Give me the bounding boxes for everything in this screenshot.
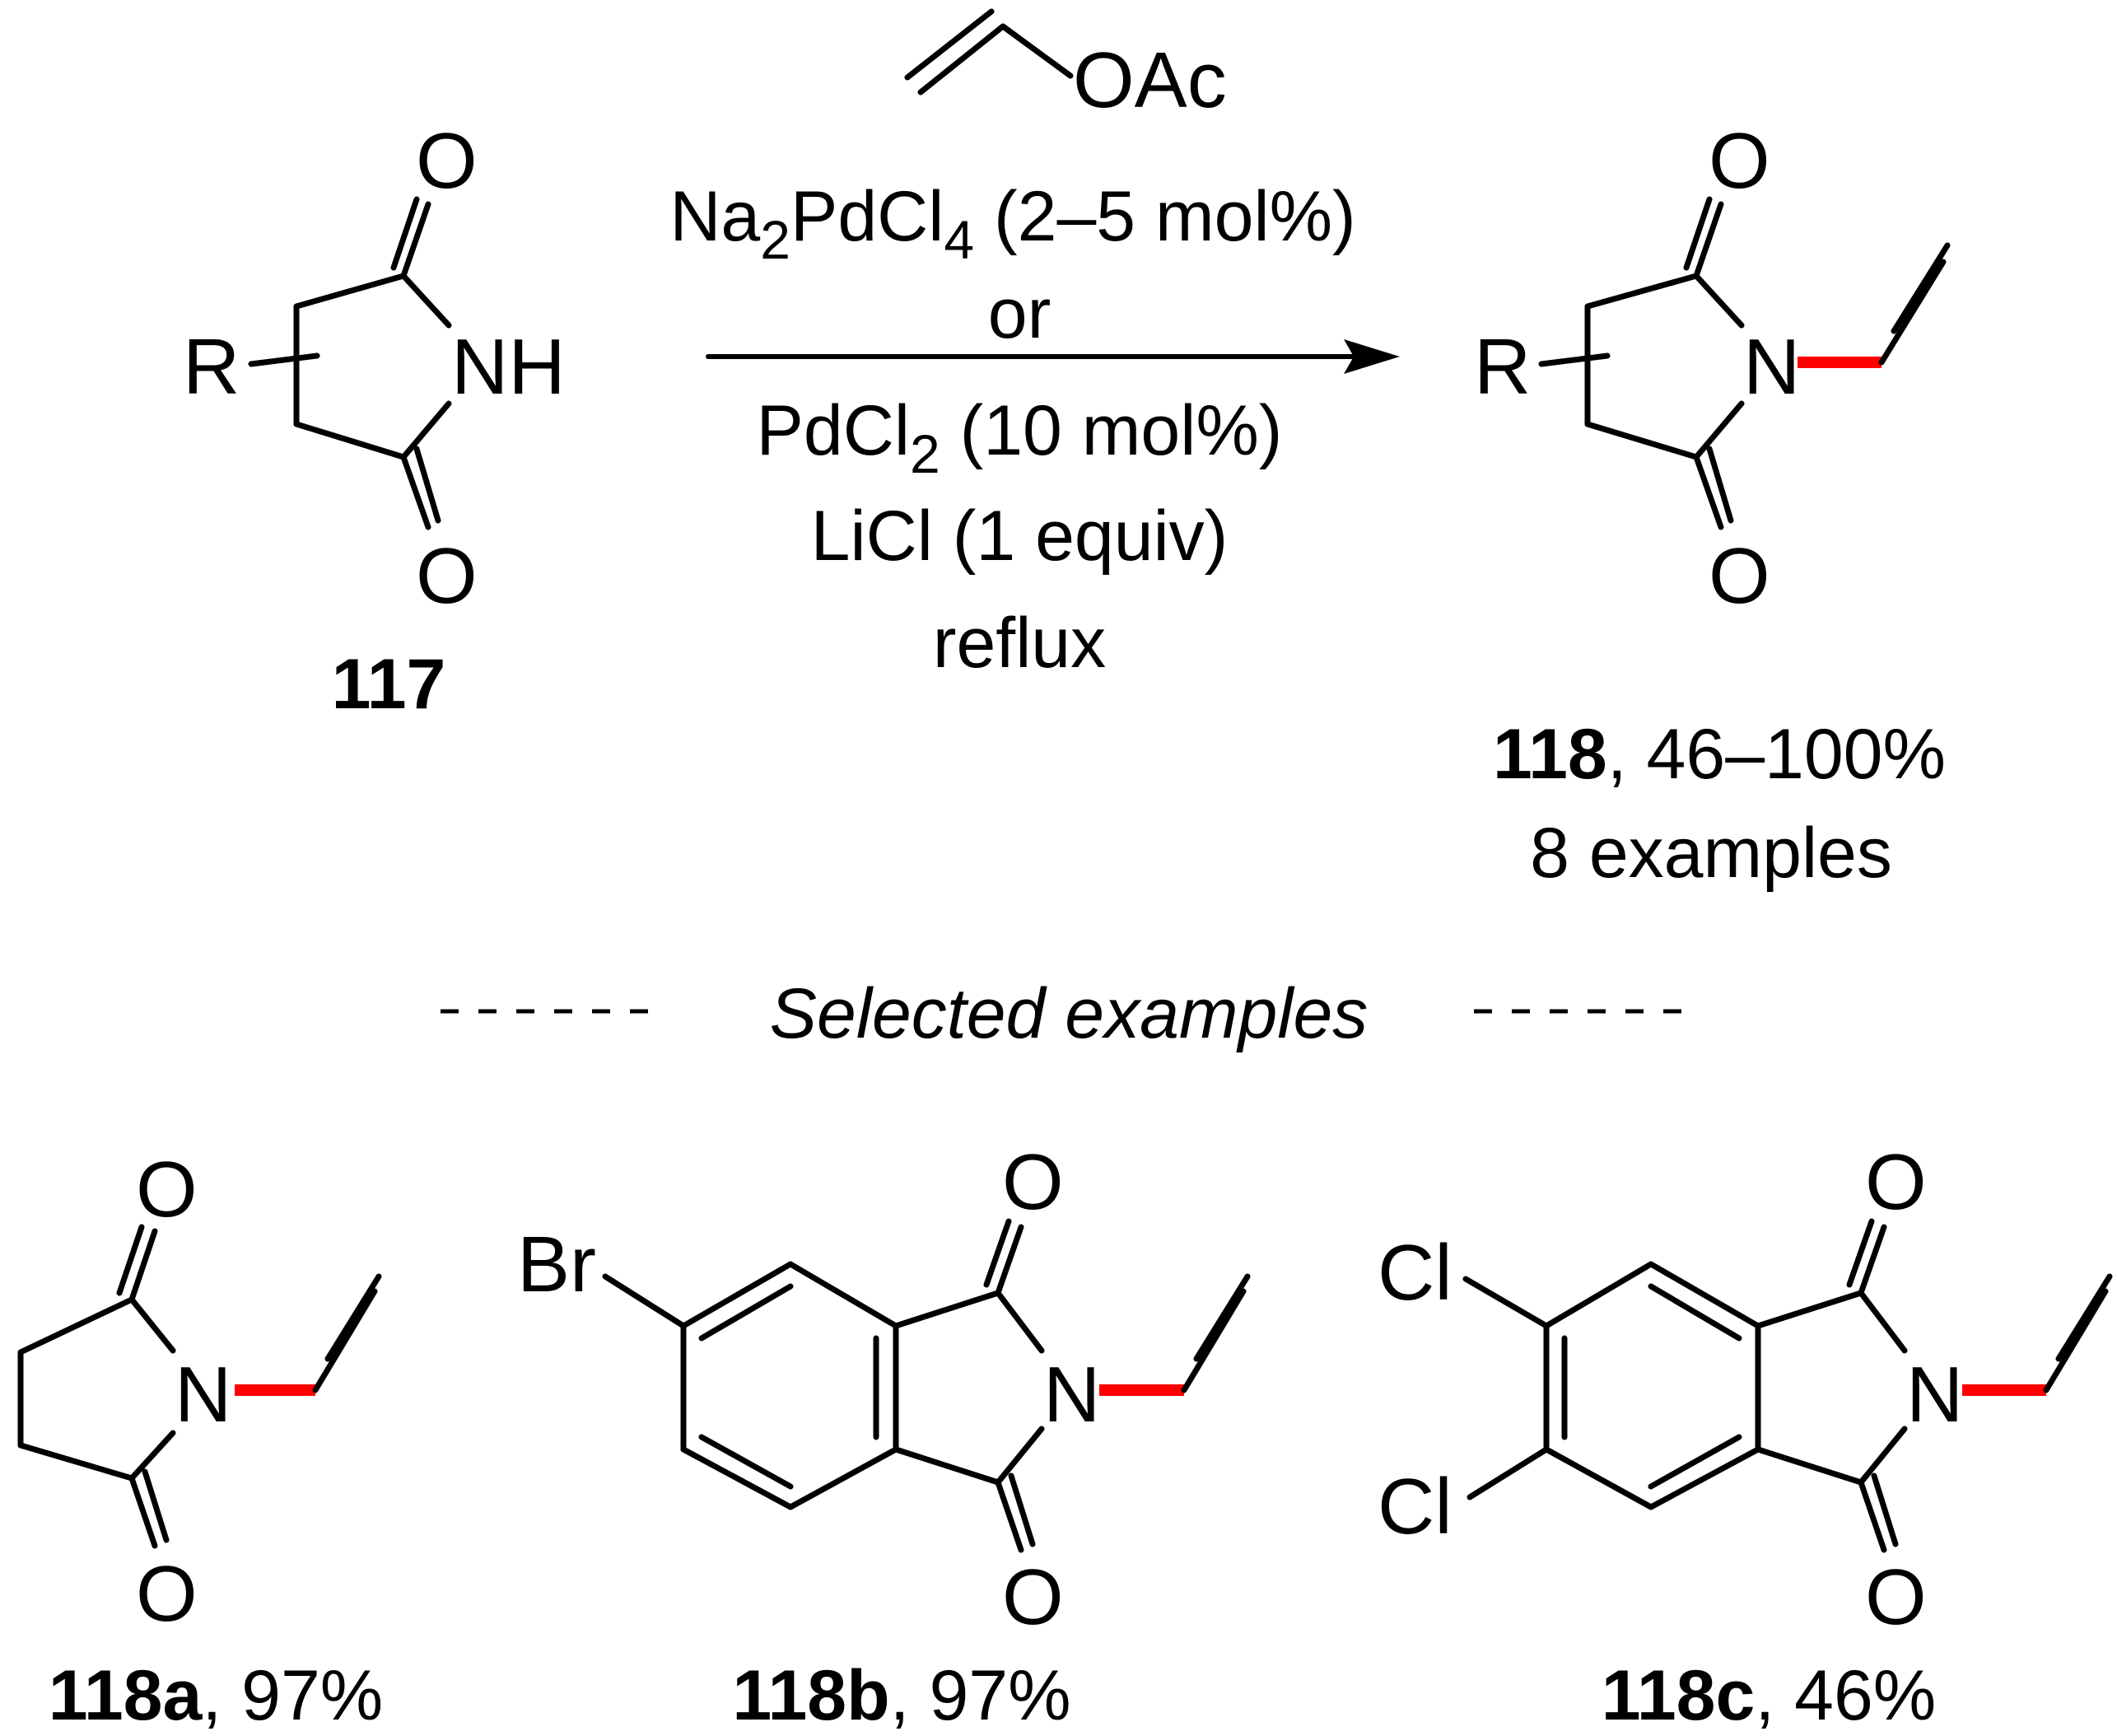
- atom-o-bottom: O: [416, 532, 478, 620]
- product-label-118: 118, 46–100%: [1493, 715, 1946, 794]
- example-118a: O N O 118a, 97%: [17, 1146, 384, 1735]
- atom-o-top: O: [1709, 117, 1770, 205]
- compound-label-118a: 118a, 97%: [49, 1656, 384, 1735]
- condition-line-1: Na2PdCl4 (2–5 mol%): [669, 177, 1355, 270]
- atom-cl-bottom: Cl: [1378, 1463, 1453, 1551]
- atom-o-top: O: [1865, 1138, 1927, 1226]
- arrow-head: [1344, 339, 1400, 374]
- atom-o-bottom: O: [136, 1550, 198, 1638]
- starting-material-117: O NH O R 117: [183, 117, 566, 724]
- reagent-vinyl-acetate: OAc: [904, 8, 1227, 124]
- atom-n: N: [1906, 1351, 1963, 1439]
- condition-line-3: PdCl2 (10 mol%): [757, 391, 1283, 484]
- atom-nh: NH: [451, 323, 566, 411]
- atom-o-top: O: [136, 1146, 198, 1234]
- atom-n: N: [1743, 323, 1800, 411]
- atom-r: R: [183, 323, 240, 411]
- atom-o-top: O: [416, 117, 478, 205]
- section-title: Selected examples: [770, 974, 1369, 1053]
- product-examples: 8 examples: [1530, 814, 1892, 893]
- example-118b: Br O N O 118b, 97%: [517, 1138, 1251, 1735]
- atom-n: N: [175, 1351, 231, 1439]
- atom-o-top: O: [1002, 1138, 1064, 1226]
- condition-line-5: reflux: [933, 604, 1106, 683]
- example-118c: Cl Cl O N O 118c, 46%: [1378, 1138, 2113, 1735]
- reagent-oac: OAc: [1073, 36, 1227, 124]
- atom-o-bottom: O: [1002, 1553, 1064, 1641]
- condition-line-4: LiCl (1 equiv): [811, 497, 1229, 576]
- compound-label-118b: 118b, 97%: [732, 1656, 1070, 1735]
- condition-line-or: or: [988, 274, 1051, 353]
- atom-o-bottom: O: [1709, 532, 1770, 620]
- atom-o-bottom: O: [1865, 1553, 1927, 1641]
- selected-examples-divider: Selected examples: [441, 974, 1700, 1053]
- compound-label-118c: 118c, 46%: [1602, 1656, 1937, 1735]
- compound-label-117: 117: [332, 645, 446, 724]
- atom-n: N: [1043, 1351, 1100, 1439]
- atom-br: Br: [517, 1220, 596, 1309]
- reaction-conditions: Na2PdCl4 (2–5 mol%) or PdCl2 (10 mol%) L…: [669, 177, 1400, 683]
- atom-cl-top: Cl: [1378, 1229, 1453, 1317]
- atom-r: R: [1474, 323, 1531, 411]
- product-118: O N O R 118, 46–100% 8 examples: [1474, 117, 1951, 893]
